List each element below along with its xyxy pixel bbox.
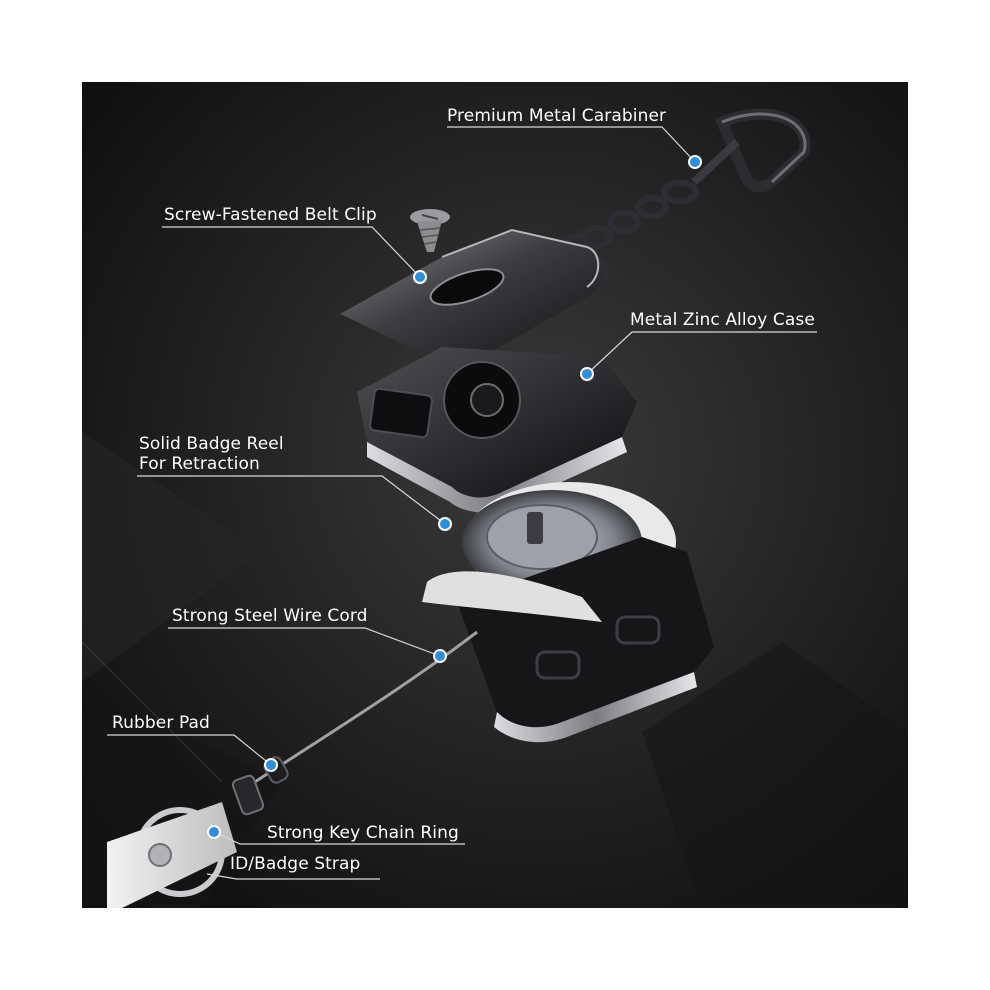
leader-lines — [107, 126, 817, 880]
label-belt-clip: Screw-Fastened Belt Clip — [164, 205, 377, 225]
marker-belt-clip — [413, 270, 427, 284]
label-badge-reel: Solid Badge Reel For Retraction — [139, 434, 284, 474]
label-badge-reel-line1: Solid Badge Reel — [139, 434, 284, 454]
zinc-case-part — [357, 347, 637, 513]
label-badge-reel-line2: For Retraction — [139, 454, 260, 474]
label-key-ring: Strong Key Chain Ring — [267, 823, 459, 843]
label-badge-strap: ID/Badge Strap — [230, 854, 361, 874]
badge-strap-part — [107, 802, 237, 908]
belt-clip-part — [340, 228, 602, 361]
screw-part — [410, 209, 450, 252]
marker-key-ring — [207, 825, 221, 839]
label-zinc-case: Metal Zinc Alloy Case — [630, 310, 815, 330]
marker-zinc-case — [580, 367, 594, 381]
product-diagram: Premium Metal Carabiner Screw-Fastened B… — [82, 82, 908, 908]
label-rubber-pad: Rubber Pad — [112, 713, 210, 733]
marker-badge-reel — [438, 517, 452, 531]
label-steel-wire: Strong Steel Wire Cord — [172, 606, 368, 626]
exploded-view-illustration — [82, 82, 908, 908]
marker-carabiner — [688, 155, 702, 169]
marker-rubber-pad — [264, 758, 278, 772]
bottom-case-part — [422, 537, 714, 743]
marker-steel-wire — [433, 649, 447, 663]
label-carabiner: Premium Metal Carabiner — [447, 106, 667, 126]
callout-markers — [207, 155, 702, 839]
